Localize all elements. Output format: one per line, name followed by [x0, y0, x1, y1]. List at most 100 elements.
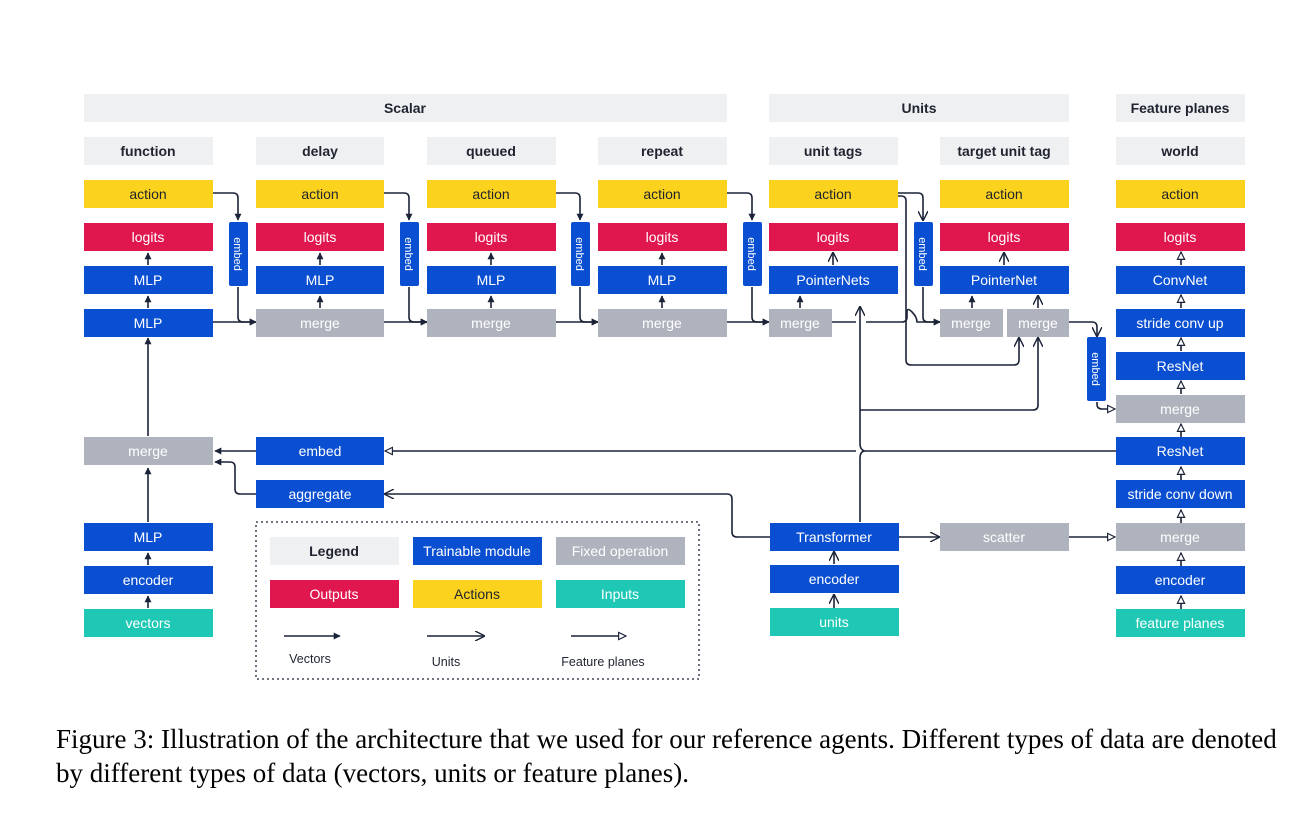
world-encoder-box [1116, 566, 1245, 594]
repeat-logits-box [598, 223, 727, 251]
group-feature-planes-header: Feature planes [1116, 94, 1245, 122]
unit-tags-action-box [769, 180, 898, 208]
group-units-header: Units [769, 94, 1069, 122]
unit-tags-merge-label: merge [780, 315, 820, 331]
world-stride-conv-up-label: stride conv up [1136, 315, 1223, 331]
head-world-label: world [1160, 143, 1198, 159]
arrow-action-embed-5 [898, 192, 923, 220]
queued-action-label: action [472, 186, 509, 202]
embed-pill-3: embed [571, 222, 590, 286]
target-pointernet-label: PointerNet [971, 272, 1037, 288]
legend-outputs-swatch [270, 580, 399, 608]
function-mlp-core-box [84, 309, 213, 337]
column-delay: action logits MLP merge [256, 180, 384, 337]
legend-units-label: Units [432, 655, 460, 669]
unit-tags-pointernets-box [769, 266, 898, 294]
unit-tags-action-label: action [814, 186, 851, 202]
group-units-label: Units [902, 100, 937, 116]
queued-mlp-box [427, 266, 556, 294]
legend-feature-planes-label: Feature planes [561, 655, 644, 669]
world-action-label: action [1161, 186, 1198, 202]
world-resnet-top-label: ResNet [1157, 358, 1204, 374]
world-convnet-label: ConvNet [1153, 272, 1208, 288]
arrow-action-embed-4 [727, 192, 756, 221]
head-unit-tags-label: unit tags [804, 143, 863, 159]
repeat-mlp-label: MLP [648, 272, 677, 288]
world-merge-bottom-label: merge [1160, 529, 1200, 545]
legend-fixed-swatch [556, 537, 685, 565]
units-pipeline: Transformer encoder units scatter [770, 523, 1069, 636]
repeat-logits-label: logits [646, 229, 679, 245]
world-embed-label: embed [299, 443, 342, 459]
legend-actions-label: Actions [454, 586, 500, 602]
units-encoder-label: encoder [809, 571, 860, 587]
embed-pill-5-label: embed [916, 237, 928, 271]
feature-planes-input-label: feature planes [1136, 615, 1225, 631]
column-unit-tags: action logits PointerNets merge [769, 180, 898, 337]
arrow-transformer-aggregate [385, 494, 770, 538]
column-repeat: action logits MLP merge [598, 180, 727, 337]
delay-action-box [256, 180, 384, 208]
arrow-embed-merge-3 [579, 287, 599, 326]
embed-pill-4: embed [743, 222, 762, 286]
arrow-embed-worldmerge [1096, 402, 1115, 409]
scatter-box [940, 523, 1069, 551]
arrow-action-embed-1 [213, 192, 242, 221]
unit-tags-merge-box [769, 309, 832, 337]
group-scalar-header: Scalar [84, 94, 727, 122]
core-merge-label: merge [128, 443, 168, 459]
function-action-box [84, 180, 213, 208]
legend-title-box [270, 537, 399, 565]
delay-action-label: action [301, 186, 338, 202]
group-scalar-label: Scalar [384, 100, 427, 116]
arrow-aggregate-merge [214, 458, 256, 495]
vectors-input-box [84, 609, 213, 637]
embed-pill-1: embed [229, 222, 248, 286]
function-logits-box [84, 223, 213, 251]
legend-title-label: Legend [309, 543, 359, 559]
target-logits-label: logits [988, 229, 1021, 245]
target-merge2-box [1007, 309, 1069, 337]
transformer-box [770, 523, 899, 551]
arrow-action-embed-3 [556, 192, 584, 221]
arrow-embed-merge-2 [408, 287, 428, 326]
target-action-label: action [985, 186, 1022, 202]
queued-action-box [427, 180, 556, 208]
world-stride-conv-down-box [1116, 480, 1245, 508]
arrow-transformer-pointernets [860, 307, 867, 522]
vector-encoder-label: encoder [123, 572, 174, 588]
function-mlp-top-label: MLP [134, 272, 163, 288]
group-headers: Scalar Units Feature planes [84, 94, 1245, 122]
arrow-embed-merge-4 [751, 287, 770, 326]
world-action-box [1116, 180, 1245, 208]
world-merge-top-box [1116, 395, 1245, 423]
world-encoder-label: encoder [1155, 572, 1206, 588]
function-mlp-core-label: MLP [134, 315, 163, 331]
queued-merge-label: merge [471, 315, 511, 331]
core-merge-box [84, 437, 213, 465]
legend-trainable-swatch [413, 537, 542, 565]
legend-inputs-swatch [556, 580, 685, 608]
embed-pill-3-label: embed [573, 237, 585, 271]
head-queued-label: queued [466, 143, 516, 159]
target-action-box [940, 180, 1069, 208]
arrow-action-embed-2 [384, 192, 413, 221]
legend-outputs-label: Outputs [309, 586, 358, 602]
target-logits-box [940, 223, 1069, 251]
function-action-label: action [129, 186, 166, 202]
units-input-label: units [819, 614, 849, 630]
world-embed-box [256, 437, 384, 465]
embed-pill-1-label: embed [231, 237, 243, 271]
embed-pill-6-label: embed [1089, 352, 1101, 386]
world-logits-box [1116, 223, 1245, 251]
feature-planes-input-box [1116, 609, 1245, 637]
units-input-box [770, 608, 899, 636]
head-function-label: function [120, 143, 175, 159]
repeat-action-label: action [643, 186, 680, 202]
delay-merge-label: merge [300, 315, 340, 331]
world-resnet-bottom-label: ResNet [1157, 443, 1204, 459]
function-mlp-top-box [84, 266, 213, 294]
unit-tags-logits-label: logits [817, 229, 850, 245]
column-target-unit-tag: action logits PointerNet merge merge [940, 180, 1069, 337]
